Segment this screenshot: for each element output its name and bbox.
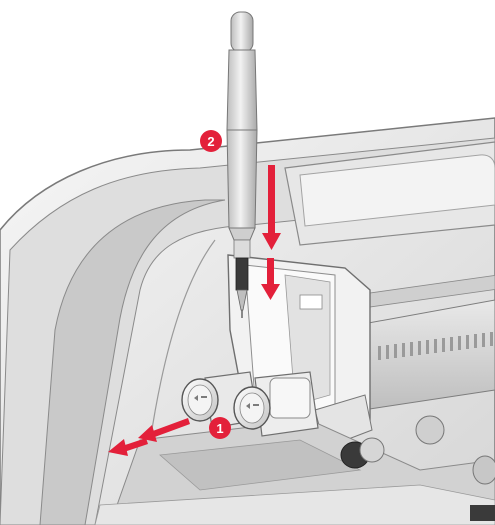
- pen: [226, 11, 258, 318]
- clamp-b-knob: [233, 371, 319, 437]
- insert-direction-arrows: [261, 165, 281, 300]
- cutting-bed: [94, 419, 495, 525]
- pinch-rollers: [340, 415, 495, 521]
- callout-badge-2: 2: [200, 130, 222, 152]
- release-direction-arrows: [108, 418, 190, 456]
- callout-number-1: 1: [216, 421, 223, 436]
- machine-lid: [284, 141, 495, 246]
- callout-number-2: 2: [207, 134, 214, 149]
- callout-badge-1: 1: [209, 417, 231, 439]
- carriage-rail: [329, 274, 495, 416]
- clamp-a-knob: [181, 371, 259, 429]
